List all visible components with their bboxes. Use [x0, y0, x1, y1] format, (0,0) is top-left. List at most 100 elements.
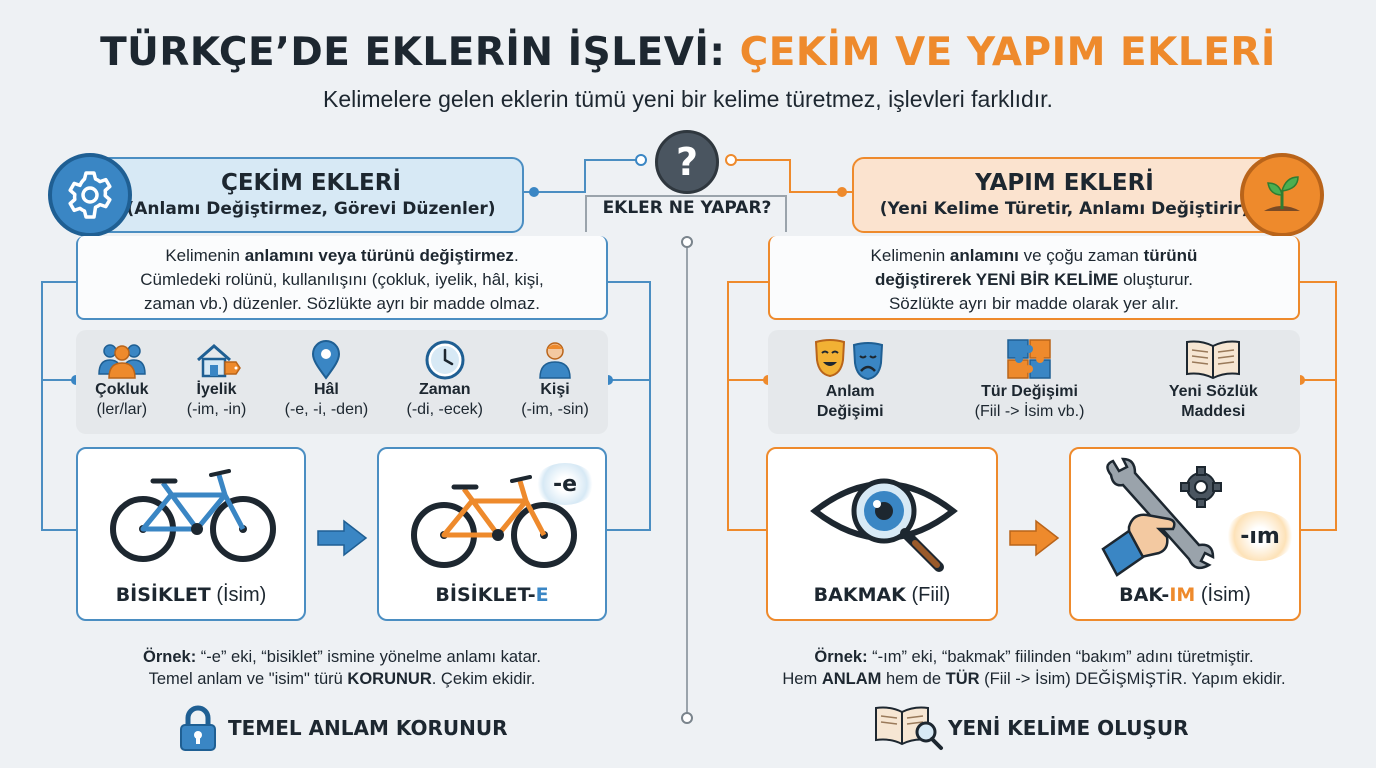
category-zaman: Zaman (-di, -ecek) — [407, 340, 483, 420]
yapim-desc-line3: Sözlükte ayrı bir madde olarak yer alır. — [888, 294, 1180, 313]
category-label: Zaman — [418, 381, 471, 398]
sprout-icon — [1264, 176, 1300, 211]
category-suffix: (ler/lar) — [96, 401, 148, 418]
category-label: Yeni Sözlük — [1168, 383, 1258, 400]
cekim-desc-text: Kelimenin — [165, 246, 245, 265]
cekim-categories: Çokluk (ler/lar) İyelik (-im, -in) Hâl (… — [76, 330, 608, 434]
example-word: BİSİKLET — [115, 584, 211, 606]
category-label: İyelik — [196, 381, 237, 398]
cekim-example-before: BİSİKLET (İsim) — [76, 447, 306, 621]
open-book-icon — [1186, 340, 1241, 380]
category-label: Değişimi — [816, 403, 884, 420]
category-suffix: (-di, -ecek) — [406, 401, 483, 418]
yapim-example-after: -ım BAK-IM (İsim) — [1069, 447, 1301, 621]
cekim-desc-line3: zaman vb.) düzenler. Sözlükte ayrı bir m… — [144, 294, 540, 313]
example-type: (Fiil) — [911, 584, 951, 606]
category-hal: Hâl (-e, -i, -den) — [284, 340, 369, 420]
category-tur-degisimi: Tür Değişimi (Fiil -> İsim vb.) — [974, 336, 1085, 422]
cekim-desc-period: . — [513, 246, 519, 265]
category-yeni-sozluk: Yeni Sözlük Maddesi — [1169, 336, 1258, 422]
yapim-title: YAPIM EKLERİ — [975, 170, 1154, 196]
center-label: EKLER NE YAPAR? — [602, 198, 772, 218]
yapim-footer: YENİ KELİME OLUŞUR — [948, 716, 1189, 740]
suffix-tag: -ım — [1240, 523, 1280, 549]
people-icon — [98, 344, 146, 379]
cekim-header: ÇEKİM EKLERİ (Anlamı Değiştirmez, Görevi… — [98, 157, 524, 233]
arrow-right-icon — [317, 519, 368, 557]
example-caption: BİSİKLET (İsim) — [78, 584, 304, 607]
puzzle-icon — [1006, 339, 1051, 379]
yapim-desc-text: Kelimenin — [870, 246, 950, 265]
note-bold: TÜR — [945, 670, 980, 688]
note-label: Örnek: — [814, 648, 868, 666]
suffix-tag: -e — [552, 471, 578, 497]
category-label: Anlam — [825, 383, 875, 400]
page-title: TÜRKÇE’DE EKLERİN İŞLEVİ: ÇEKİM VE YAPIM… — [0, 30, 1376, 75]
yapim-example-before: BAKMAK (Fiil) — [766, 447, 998, 621]
bicycle-icon — [110, 469, 276, 562]
example-caption: BAK-IM (İsim) — [1071, 584, 1299, 607]
category-label: Maddesi — [1181, 403, 1246, 420]
note-text: “-e” eki, “bisiklet” ismine yönelme anla… — [196, 648, 541, 666]
theater-masks-icon — [815, 339, 884, 381]
yapim-description: Kelimenin anlamını ve çoğu zaman türünü … — [768, 236, 1300, 320]
location-pin-icon — [312, 340, 341, 380]
title-accent: ÇEKİM VE YAPIM EKLERİ — [739, 30, 1276, 75]
clock-icon — [425, 340, 465, 380]
example-type: (İsim) — [216, 584, 267, 606]
yapim-header: YAPIM EKLERİ (Yeni Kelime Türetir, Anlam… — [852, 157, 1277, 233]
yapim-categories: Anlam Değişimi Tür Değişimi (Fiil -> İsi… — [768, 330, 1300, 434]
example-caption: BAKMAK (Fiil) — [768, 584, 996, 607]
title-main: TÜRKÇE’DE EKLERİN İŞLEVİ: — [100, 30, 726, 75]
note-bold: ANLAM — [821, 670, 882, 688]
book-magnifier-icon — [875, 706, 943, 750]
yapim-desc-text2: ve çoğu zaman — [1018, 246, 1144, 265]
category-label: Kişi — [540, 381, 570, 398]
house-tag-icon — [196, 344, 241, 378]
category-suffix: (Fiil -> İsim vb.) — [974, 403, 1085, 420]
category-cokluk: Çokluk (ler/lar) — [95, 340, 148, 420]
cekim-title: ÇEKİM EKLERİ — [220, 170, 402, 196]
category-anlam-degisimi: Anlam Değişimi — [810, 336, 890, 422]
question-circle: ? — [655, 130, 719, 194]
category-label: Hâl — [313, 381, 339, 398]
note-text: “-ım” eki, “bakmak” fiilinden “bakım” ad… — [867, 648, 1254, 666]
example-suffix: E — [535, 584, 549, 606]
example-suffix: IM — [1169, 584, 1196, 606]
eye-magnifier-icon — [810, 478, 958, 572]
example-type: (İsim) — [1200, 584, 1251, 606]
cekim-badge — [48, 153, 132, 237]
category-label: Tür Değişimi — [981, 383, 1078, 400]
note-text: (Fiil -> İsim) DEĞİŞMİŞTİR. Yapım ekidir… — [979, 670, 1286, 688]
wrench-gear-icon — [1101, 457, 1222, 577]
yapim-subtitle: (Yeni Kelime Türetir, Anlamı Değiştirir) — [879, 199, 1250, 219]
cekim-example-after: -e BİSİKLET-E — [377, 447, 607, 621]
yapim-desc-bold-yeni: değiştirerek YENİ BİR KELİME — [874, 270, 1119, 289]
yapim-desc-bold-anlam: anlamını — [949, 246, 1019, 265]
note-text: Temel anlam ve "isim" türü — [148, 670, 348, 688]
category-suffix: (-e, -i, -den) — [284, 401, 369, 418]
cekim-example-note: Örnek: “-e” eki, “bisiklet” ismine yönel… — [80, 646, 604, 690]
example-stem: BAK- — [1119, 584, 1170, 606]
category-iyelik: İyelik (-im, -in) — [187, 340, 246, 420]
cekim-desc-bold: anlamını veya türünü değiştirmez — [244, 246, 514, 265]
cekim-description: Kelimenin anlamını veya türünü değiştirm… — [76, 236, 608, 320]
cekim-footer: TEMEL ANLAM KORUNUR — [228, 716, 508, 740]
arrow-right-icon — [1009, 519, 1060, 557]
suffix-glow: -ım — [1225, 511, 1295, 561]
note-bold: KORUNUR — [347, 670, 432, 688]
cekim-desc-line2: Cümledeki rolünü, kullanılışını (çokluk,… — [140, 270, 544, 289]
yapim-example-note: Örnek: “-ım” eki, “bakmak” fiilinden “ba… — [746, 646, 1322, 690]
note-text: . Çekim ekidir. — [431, 670, 536, 688]
suffix-glow: -e — [535, 463, 595, 505]
gear-icon — [68, 171, 112, 219]
page-subtitle: Kelimelere gelen eklerin tümü yeni bir k… — [323, 86, 1053, 112]
category-suffix: (-im, -sin) — [521, 401, 589, 418]
yapim-badge — [1240, 153, 1324, 237]
yapim-desc-bold-tur: türünü — [1143, 246, 1198, 265]
note-text: hem de — [881, 670, 946, 688]
padlock-icon — [180, 705, 216, 751]
cekim-subtitle: (Anlamı Değiştirmez, Görevi Düzenler) — [126, 199, 496, 219]
example-caption: BİSİKLET-E — [379, 584, 605, 607]
